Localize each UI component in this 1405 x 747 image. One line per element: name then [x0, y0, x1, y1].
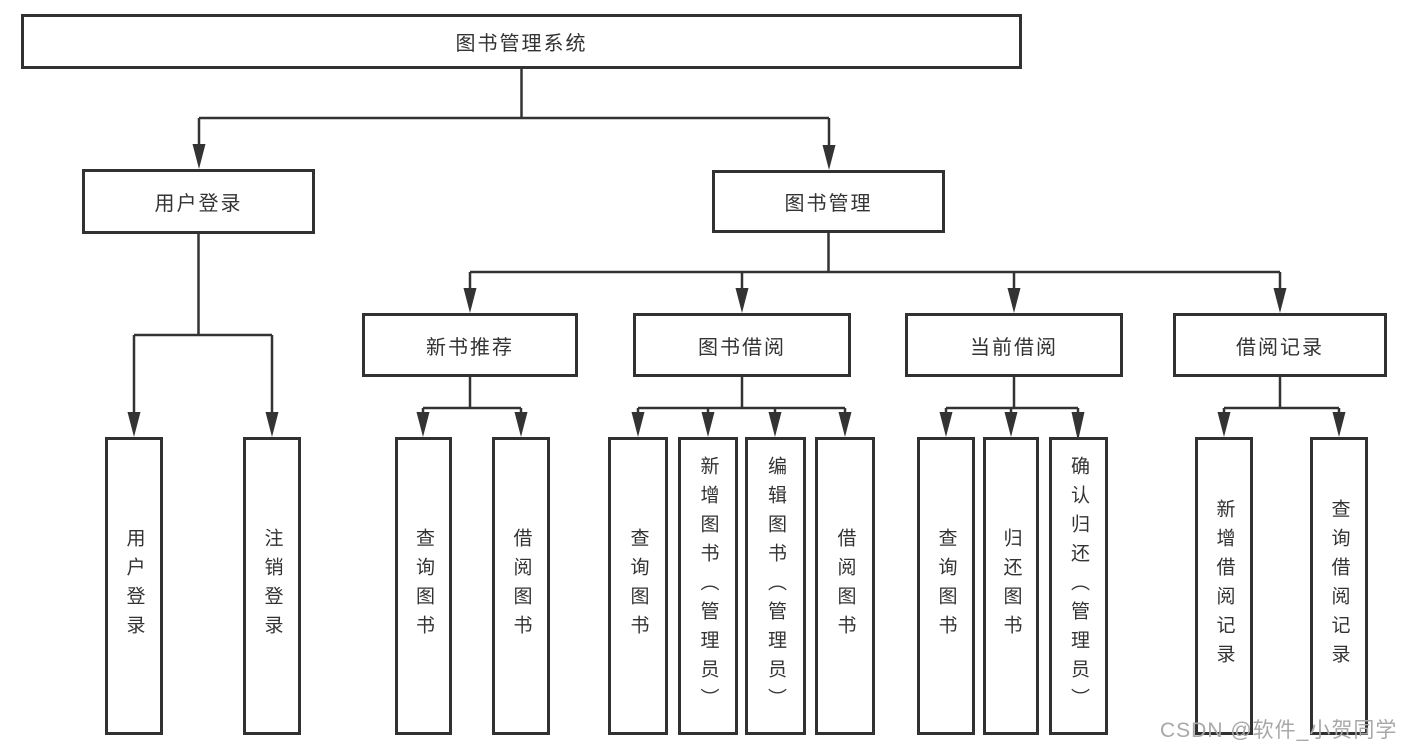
connector-login-to-leaves	[132, 234, 274, 414]
node-leaf-confirm-return-admin: 确认归还（管理员）	[1049, 437, 1108, 735]
connector-mgmt-to-level3	[468, 233, 1282, 291]
node-new-book-recommend: 新书推荐	[362, 313, 578, 377]
node-leaf-query-books-recommend: 查询图书	[395, 437, 452, 735]
node-book-borrowing: 图书借阅	[633, 313, 851, 377]
node-leaf-query-books-borrowing: 查询图书	[608, 437, 668, 735]
node-borrowing-records: 借阅记录	[1173, 313, 1387, 377]
node-leaf-add-borrow-record: 新增借阅记录	[1195, 437, 1253, 735]
node-leaf-borrow-books-recommend: 借阅图书	[492, 437, 550, 735]
node-current-borrowing: 当前借阅	[905, 313, 1123, 377]
connector-borrow-to-leaves	[636, 377, 847, 414]
connector-root-to-level2	[197, 68, 831, 147]
node-leaf-query-borrow-record: 查询借阅记录	[1310, 437, 1368, 735]
node-leaf-return-books: 归还图书	[983, 437, 1039, 735]
node-leaf-edit-books-admin: 编辑图书（管理员）	[745, 437, 806, 735]
node-leaf-user-login: 用户登录	[105, 437, 163, 735]
node-leaf-add-books-admin: 新增图书（管理员）	[678, 437, 738, 735]
node-library-management-system: 图书管理系统	[21, 14, 1022, 69]
csdn-watermark: CSDN @软件_小贺同学	[1160, 719, 1398, 742]
node-leaf-borrow-books-borrowing: 借阅图书	[815, 437, 875, 735]
connector-current-to-leaves	[944, 377, 1080, 414]
connector-newbook-to-leaves	[421, 377, 523, 414]
node-leaf-logout: 注销登录	[243, 437, 301, 735]
node-user-login: 用户登录	[82, 169, 315, 234]
node-leaf-query-books-current: 查询图书	[917, 437, 975, 735]
connector-record-to-leaves	[1222, 377, 1341, 414]
node-book-management: 图书管理	[712, 170, 945, 233]
